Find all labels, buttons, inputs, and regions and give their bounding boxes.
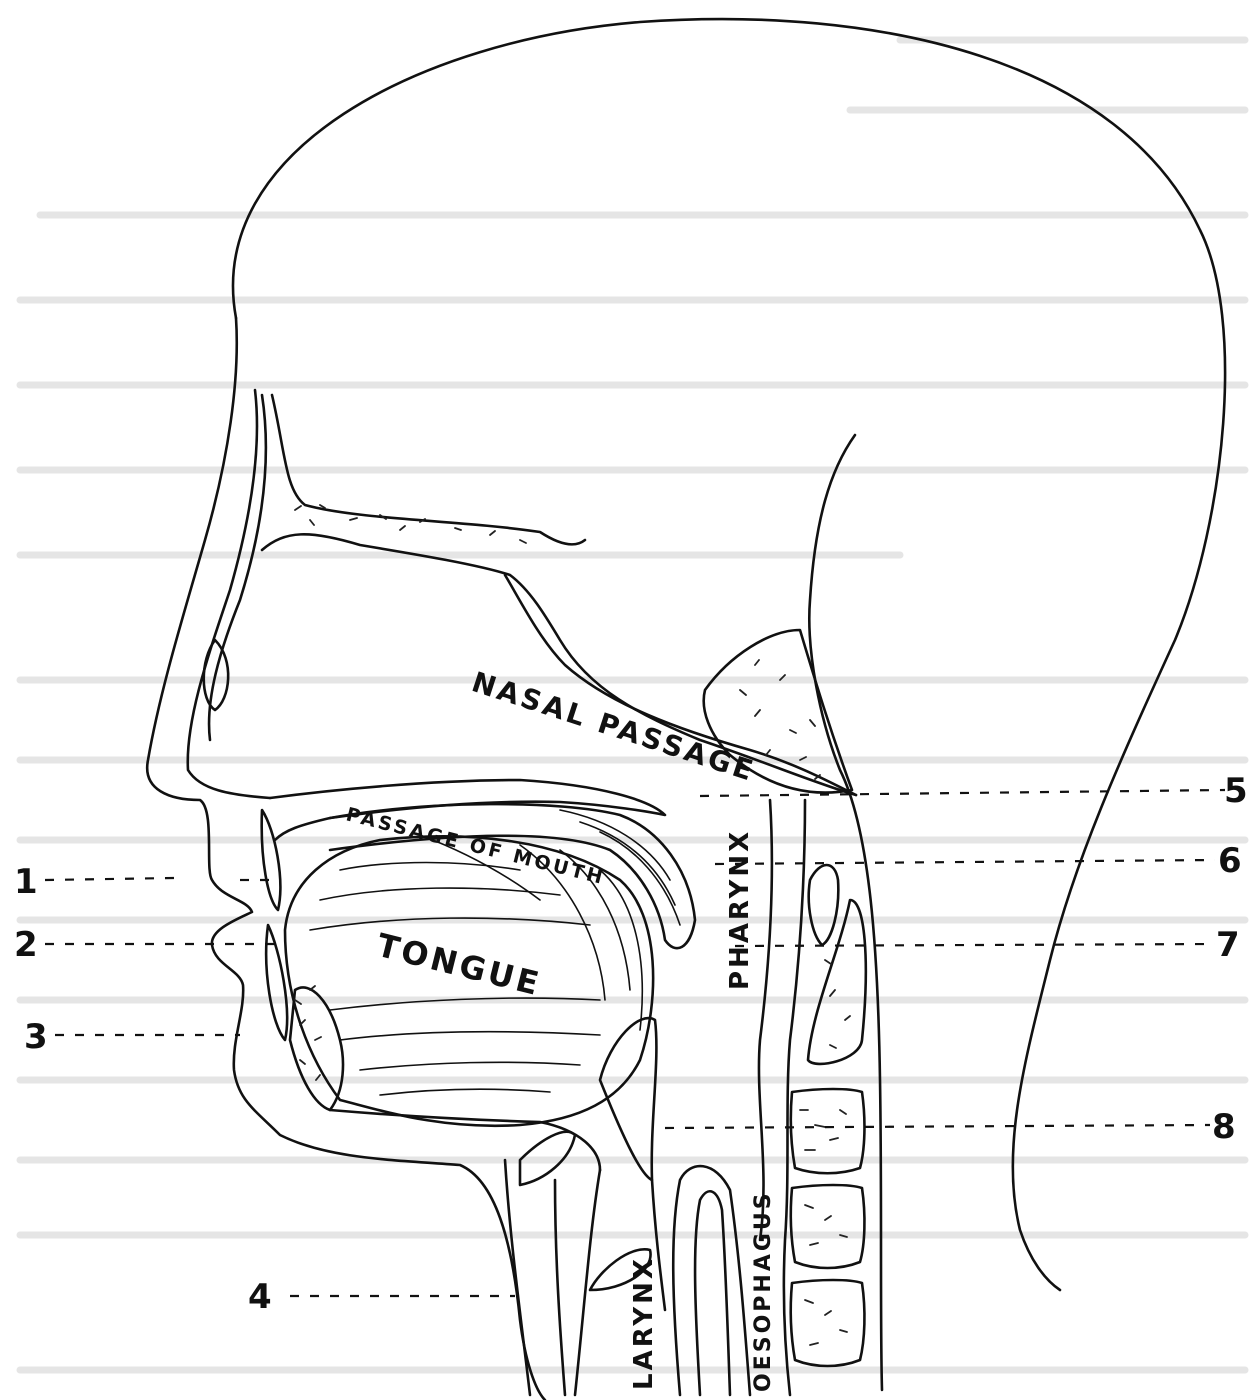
label-pharynx: PHARYNX (725, 829, 755, 990)
skull-outline (233, 19, 1225, 1290)
lower-incisor (266, 925, 287, 1040)
oesophagus-inner (695, 1191, 730, 1395)
nasal-bone (188, 390, 270, 798)
leader-line-8 (665, 1125, 1210, 1128)
hard-palate (270, 780, 665, 840)
vertebra-5 (791, 1280, 865, 1366)
larynx-front-wall (575, 1170, 600, 1395)
pharynx-wall-front (759, 800, 772, 1240)
marker-6: 6 (1218, 841, 1242, 881)
pharynx-wall-back (784, 800, 805, 1395)
label-nasal-passage: NASAL PASSAGE (468, 665, 760, 788)
trachea-front (505, 1160, 530, 1395)
marker-8: 8 (1212, 1107, 1236, 1147)
neck-back-line (809, 435, 882, 1390)
vertebra-2 (808, 900, 866, 1064)
marker-2: 2 (14, 925, 38, 965)
marker-4: 4 (248, 1277, 272, 1317)
leader-lines (45, 790, 1225, 1296)
label-larynx: LARYNX (629, 1256, 659, 1390)
marker-5: 5 (1224, 771, 1248, 811)
upper-incisor (262, 810, 281, 910)
leader-line-6 (715, 860, 1215, 864)
label-passage-of-mouth: PASSAGE OF MOUTH (344, 804, 608, 890)
label-oesophagus: OESOPHAGUS (751, 1190, 776, 1392)
trachea-inner (555, 1180, 565, 1395)
oesophagus-outer (673, 1166, 750, 1395)
leader-line-7 (735, 944, 1215, 946)
label-tongue: TONGUE (373, 926, 545, 1003)
marker-3: 3 (24, 1017, 48, 1057)
marker-7: 7 (1216, 925, 1240, 965)
epiglottis (600, 1018, 656, 1180)
leader-line-5 (700, 790, 1225, 796)
cervical-vertebrae (791, 865, 866, 1366)
leader-line-1 (45, 878, 175, 880)
bleed-through-background (20, 40, 1245, 1370)
vertebra-1 (809, 865, 839, 945)
vertebra-4 (791, 1185, 865, 1268)
marker-1: 1 (14, 862, 38, 902)
